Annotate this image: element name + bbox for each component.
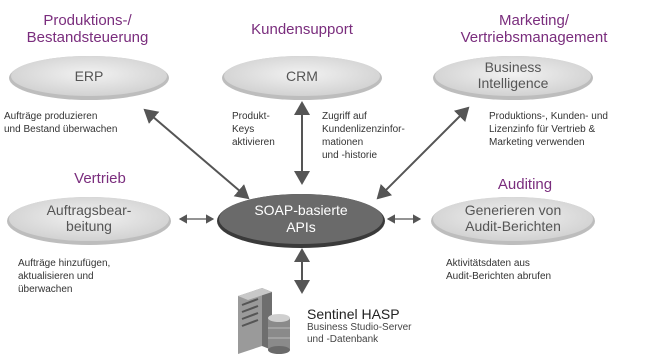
category-auditing: Auditing: [497, 176, 553, 193]
node-order-processing: Auftragsbear- beitung: [7, 197, 171, 245]
server-title: Sentinel HASP: [307, 306, 400, 322]
arrow-bi-soap: [376, 106, 470, 200]
desc-crm-access: Zugriff auf Kundenlizenzinfor- mationen …: [322, 111, 405, 161]
svg-text:APIs: APIs: [286, 219, 316, 235]
category-marketing: Marketing/ Vertriebsmanagement: [460, 12, 608, 46]
node-soap-apis: SOAP-basierte APIs: [217, 194, 385, 248]
svg-text:Business: Business: [485, 59, 542, 75]
category-support: Kundensupport: [251, 21, 353, 38]
svg-text:ERP: ERP: [75, 68, 104, 84]
arrow-erp-soap: [143, 108, 250, 200]
server-icon: [238, 288, 290, 354]
category-production: Produktions-/ Bestandsteuerung: [26, 12, 149, 46]
desc-crm-keys: Produkt- Keys aktivieren: [232, 111, 275, 148]
svg-text:Audit-Berichten: Audit-Berichten: [465, 218, 561, 234]
node-erp: ERP: [9, 56, 169, 100]
node-business-intelligence: Business Intelligence: [433, 56, 593, 100]
desc-erp: Aufträge produzieren und Bestand überwac…: [4, 111, 118, 135]
node-crm: CRM: [222, 56, 382, 100]
desc-orders: Aufträge hinzufügen, aktualisieren und ü…: [18, 258, 111, 295]
category-sales: Vertrieb: [74, 170, 126, 187]
svg-text:beitung: beitung: [66, 218, 112, 234]
svg-text:CRM: CRM: [286, 68, 318, 84]
svg-text:SOAP-basierte: SOAP-basierte: [254, 202, 348, 218]
svg-text:Auftragsbear-: Auftragsbear-: [47, 202, 132, 218]
desc-bi: Produktions-, Kunden- und Lizenzinfo für…: [489, 111, 608, 148]
svg-text:Generieren von: Generieren von: [465, 202, 562, 218]
svg-text:Intelligence: Intelligence: [478, 75, 549, 91]
desc-audit: Aktivitätsdaten aus Audit-Berichten abru…: [446, 258, 552, 282]
node-audit-reports: Generieren von Audit-Berichten: [431, 197, 595, 245]
server-subtitle: Business Studio-Server und -Datenbank: [307, 322, 412, 345]
